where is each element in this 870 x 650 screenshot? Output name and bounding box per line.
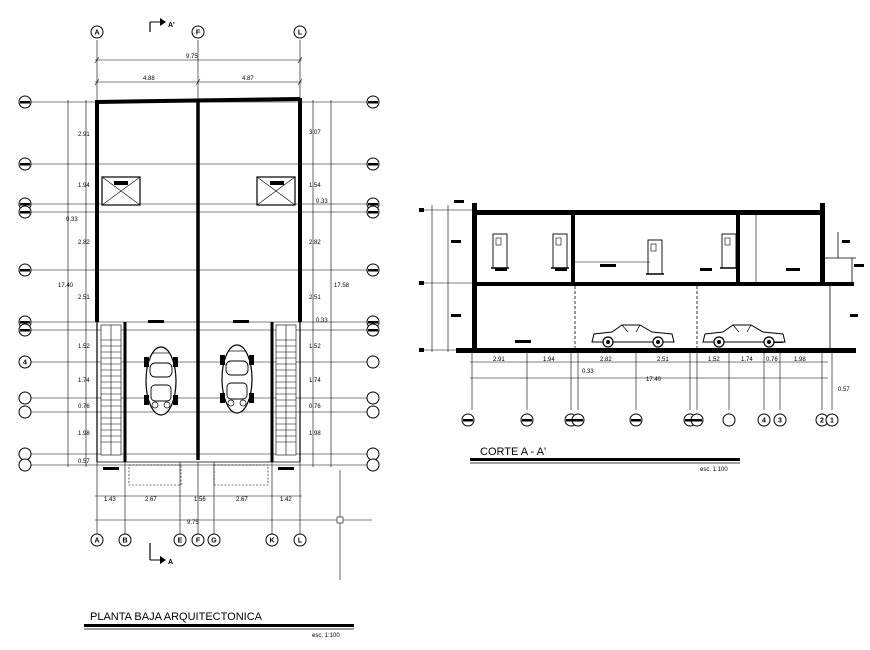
plan-dim-left-7: 1.74 [78, 378, 90, 384]
plan-dim-right-9: 0.76 [309, 404, 321, 410]
section-structure [456, 203, 856, 353]
svg-text:F: F [196, 30, 201, 37]
section-dim-8: 1.98 [794, 357, 806, 363]
section-car-1 [591, 324, 675, 348]
plan-dims-left [67, 100, 87, 467]
section-door-4 [719, 233, 739, 269]
section-door-3 [645, 239, 665, 275]
section-scale: esc. 1:100 [700, 467, 728, 473]
section-axis-1: 1 [830, 418, 834, 425]
plan-dim-right-2: 1.54 [309, 183, 321, 189]
plan-dim-right-6: 0.33 [316, 318, 328, 324]
plan-axis-bottom-l: L [293, 533, 307, 547]
plan-dim-left-3: 0.33 [66, 217, 78, 223]
plan-dim-bottom-4: 2.67 [236, 497, 248, 503]
plan-dim-left-9: 1.98 [78, 431, 90, 437]
plan-walls [95, 97, 302, 463]
plan-axis-6-left: 4 [23, 360, 27, 367]
section-axis-4: 4 [762, 418, 766, 425]
plan-stairs-left [100, 324, 122, 456]
plan-axis-bottom-b: B [118, 533, 132, 547]
section-door-1 [490, 233, 510, 269]
svg-text:A: A [94, 538, 99, 545]
section-axis-2: 2 [820, 418, 824, 425]
plan-dim-left-6: 1.52 [78, 344, 90, 350]
plan-axis-bottom-k: K [265, 533, 279, 547]
plan-dim-bottom-2: 2.67 [145, 497, 157, 503]
plan-dim-bottom-1: 1.43 [104, 497, 116, 503]
plan-patio-right [256, 176, 296, 206]
section-dims [470, 353, 833, 410]
plan-stairs-right [275, 324, 297, 456]
floor-plan: 9.75 4.88 4.87 A' A A F L [18, 18, 380, 639]
svg-text:A': A' [168, 22, 175, 29]
section-title: CORTE A - A' [480, 446, 546, 458]
plan-axis-top-a: A [90, 25, 104, 39]
section-dim-3: 2.82 [600, 357, 612, 363]
section-axis-3: 3 [778, 418, 782, 425]
plan-dim-right-7: 1.52 [309, 344, 321, 350]
plan-dim-right-4: 2.82 [309, 240, 321, 246]
section-marker-top: A' [149, 18, 175, 32]
section-door-2 [550, 233, 570, 269]
section-dim-total: 17.40 [646, 377, 662, 383]
plan-side-bubbles [18, 95, 380, 472]
section-dim-1: 2.91 [493, 357, 505, 363]
plan-dims-top [94, 56, 303, 86]
plan-axis-top-f: F [191, 25, 205, 39]
plan-dim-left-1: 2.91 [78, 132, 90, 138]
svg-text:F: F [196, 538, 201, 545]
plan-axis-top-l: L [293, 25, 307, 39]
svg-text:E: E [178, 538, 183, 545]
svg-text:L: L [298, 538, 303, 545]
section-marker-bottom: A [149, 543, 173, 566]
section-dim-033: 0.33 [582, 369, 594, 375]
plan-dim-right-total: 17.58 [334, 283, 350, 289]
svg-text:K: K [269, 538, 274, 545]
plan-dim-right-10: 1.98 [309, 431, 321, 437]
svg-text:L: L [298, 30, 303, 37]
plan-axis-bottom-e: E [173, 533, 187, 547]
plan-axis-bottom-f: F [191, 533, 205, 547]
plan-dim-left-10: 0.57 [78, 459, 90, 465]
plan-axis-bottom-g: G [207, 533, 221, 547]
plan-dims-right [312, 100, 332, 467]
plan-dim-left-5: 2.51 [78, 295, 90, 301]
plan-dim-right-8: 1.74 [309, 378, 321, 384]
plan-car-left [143, 346, 179, 416]
plan-dim-bottom-total: 9.75 [187, 520, 199, 526]
svg-text:A: A [168, 559, 173, 566]
plan-dim-left-8: 0.76 [78, 404, 90, 410]
section-view: 2.91 1.94 2.82 2.51 1.52 1.74 0.76 1.98 … [419, 200, 864, 473]
section-dim-5: 1.52 [708, 357, 720, 363]
plan-dim-left-2: 1.94 [78, 183, 90, 189]
section-dim-6: 1.74 [741, 357, 753, 363]
plan-dim-bottom-5: 1.42 [280, 497, 292, 503]
section-dim-7: 0.76 [766, 357, 778, 363]
section-car-2 [702, 324, 786, 348]
plan-dim-left-4: 2.82 [78, 240, 90, 246]
plan-dim-total-top: 9.75 [186, 54, 198, 60]
plan-car-right [219, 344, 255, 414]
plan-dim-right-3: 0.33 [316, 199, 328, 205]
plan-dim-right-1: 3.07 [309, 130, 321, 136]
section-dim-4: 2.51 [657, 357, 669, 363]
plan-dims-bottom [95, 462, 302, 538]
plan-dim-left-total: 17.40 [58, 283, 74, 289]
plan-dim-top-right: 4.87 [242, 76, 254, 82]
plan-patio-left [101, 176, 141, 206]
plan-axis-bottom-a: A [90, 533, 104, 547]
svg-text:A: A [94, 30, 99, 37]
plan-dim-right-5: 2.51 [309, 295, 321, 301]
section-dim-2: 1.94 [543, 357, 555, 363]
plan-dim-bottom-3: 1.56 [194, 497, 206, 503]
section-dim-057: 0.57 [838, 387, 850, 393]
plan-dim-top-left: 4.88 [143, 76, 155, 82]
plan-title: PLANTA BAJA ARQUITECTONICA [90, 611, 263, 623]
svg-text:B: B [122, 538, 127, 545]
plan-scale: esc. 1:100 [312, 633, 340, 639]
svg-text:G: G [211, 538, 217, 545]
